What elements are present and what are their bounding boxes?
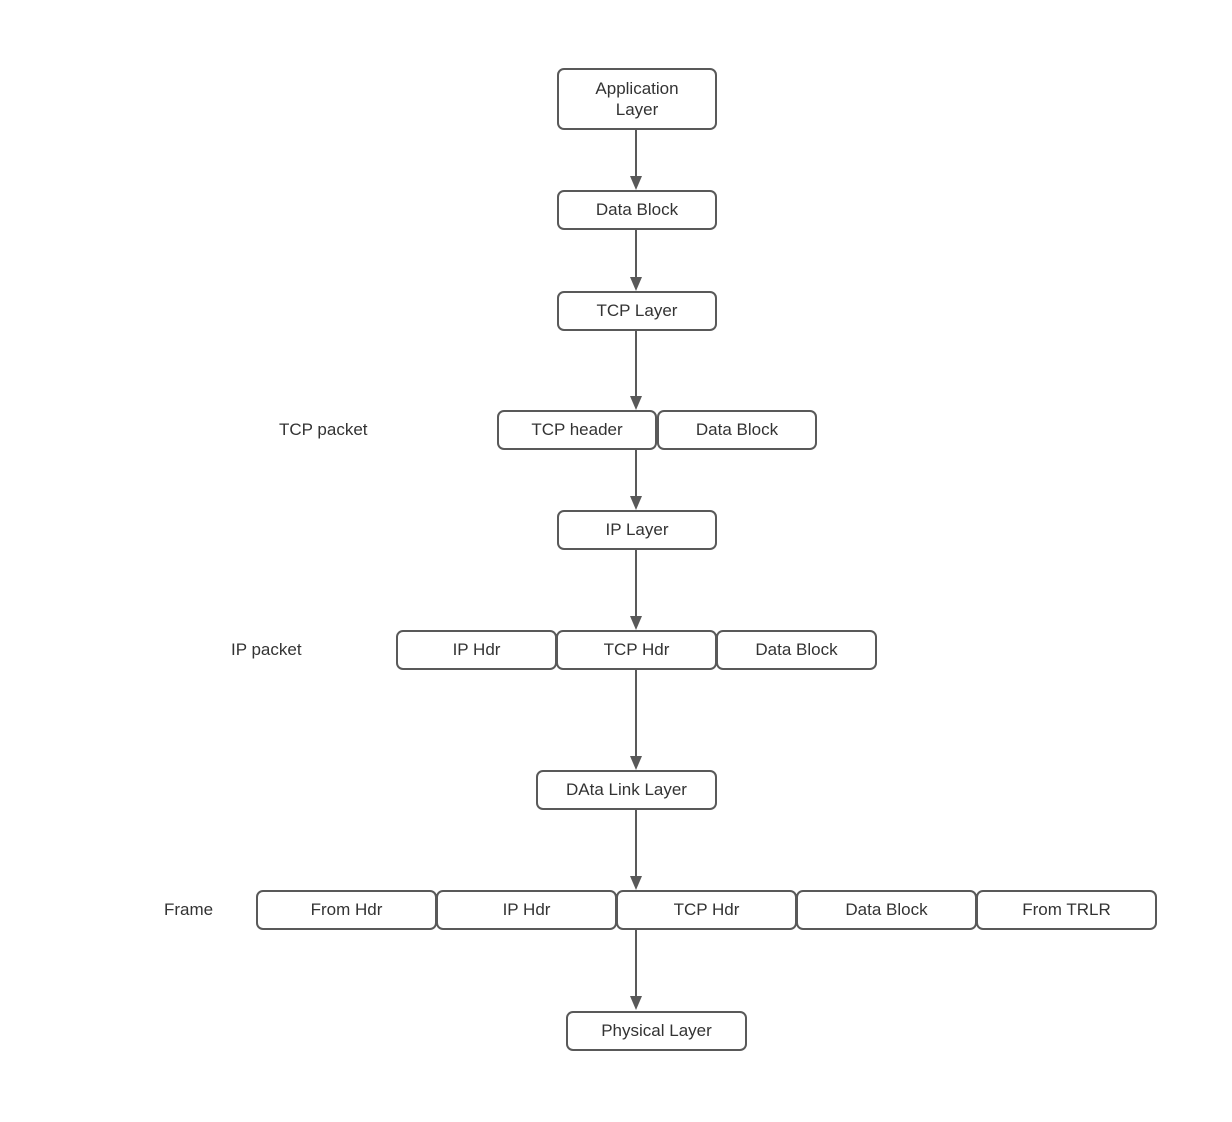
node-label: Data Block — [695, 420, 779, 440]
node-tcp-hdr-2: TCP Hdr — [616, 890, 797, 930]
arrow-iplayer-to-ippacket — [630, 550, 642, 630]
node-label: Data Block — [755, 640, 838, 660]
arrow-shaft — [635, 130, 637, 179]
row-label-ip-packet: IP packet — [231, 640, 302, 659]
node-data-link-layer: DAta Link Layer — [536, 770, 717, 810]
node-from-hdr: From Hdr — [256, 890, 437, 930]
arrow-shaft — [635, 930, 637, 999]
arrow-shaft — [635, 331, 637, 399]
arrow-head-icon — [630, 277, 642, 291]
arrow-shaft — [635, 550, 637, 619]
node-label: Data Block — [845, 900, 928, 920]
node-label: From Hdr — [310, 900, 383, 920]
node-label: DAta Link Layer — [566, 780, 687, 800]
arrow-head-icon — [630, 616, 642, 630]
arrow-head-icon — [630, 876, 642, 890]
arrow-shaft — [635, 450, 637, 499]
arrow-datalink-to-frame — [630, 810, 642, 890]
node-tcp-hdr-1: TCP Hdr — [556, 630, 717, 670]
arrow-shaft — [635, 810, 637, 879]
node-label: From TRLR — [1022, 900, 1111, 920]
node-physical-layer: Physical Layer — [566, 1011, 747, 1051]
arrow-shaft — [635, 670, 637, 759]
arrow-tcppacket-to-iplayer — [630, 450, 642, 510]
node-data-block-4: Data Block — [796, 890, 977, 930]
node-tcp-header: TCP header — [497, 410, 657, 450]
arrow-head-icon — [630, 176, 642, 190]
node-data-block-2: Data Block — [657, 410, 817, 450]
node-ip-layer: IP Layer — [557, 510, 717, 550]
arrow-frame-to-physical — [630, 930, 642, 1010]
arrow-datablock-to-tcplayer — [630, 230, 642, 291]
node-label: IP Layer — [605, 520, 669, 540]
node-label: Physical Layer — [601, 1021, 712, 1041]
arrow-head-icon — [630, 756, 642, 770]
arrow-ippacket-to-datalink — [630, 670, 642, 770]
arrow-application-to-datablock — [630, 130, 642, 190]
node-label: IP Hdr — [502, 900, 551, 920]
node-ip-hdr-2: IP Hdr — [436, 890, 617, 930]
arrow-head-icon — [630, 396, 642, 410]
node-label: TCP Hdr — [673, 900, 740, 920]
row-label-tcp-packet: TCP packet — [279, 420, 368, 439]
node-label: Application Layer — [595, 78, 679, 119]
node-data-block-3: Data Block — [716, 630, 877, 670]
arrow-shaft — [635, 230, 637, 280]
node-label: Data Block — [595, 200, 679, 220]
node-application-layer: Application Layer — [557, 68, 717, 130]
node-tcp-layer: TCP Layer — [557, 291, 717, 331]
arrow-head-icon — [630, 996, 642, 1010]
node-label: IP Hdr — [452, 640, 501, 660]
node-label: TCP header — [531, 420, 623, 440]
row-label-frame: Frame — [164, 900, 214, 919]
arrow-tcplayer-to-tcppacket — [630, 331, 642, 410]
arrow-head-icon — [630, 496, 642, 510]
node-label: TCP Layer — [596, 301, 678, 321]
node-label: TCP Hdr — [603, 640, 670, 660]
node-from-trlr: From TRLR — [976, 890, 1157, 930]
node-ip-hdr-1: IP Hdr — [396, 630, 557, 670]
node-data-block-1: Data Block — [557, 190, 717, 230]
